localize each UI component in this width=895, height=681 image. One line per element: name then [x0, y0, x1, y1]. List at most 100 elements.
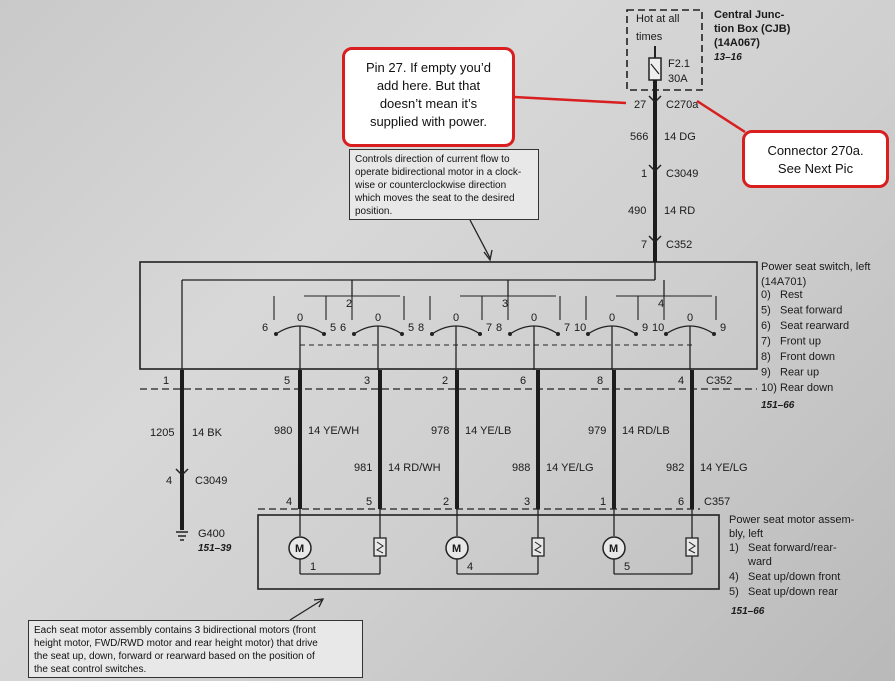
motor-label: M: [295, 543, 304, 555]
breaker-element: [534, 541, 542, 554]
switch-legend: 0) Rest 5) Seat forward 6) Seat rearward 7) Fro…: [761, 289, 849, 394]
c357-pin: 4: [286, 496, 292, 508]
switch-contact-dot: [274, 332, 278, 336]
wire-circuit: 978: [431, 425, 449, 437]
wire-gauge-color: 14 RD/LB: [622, 425, 670, 437]
wire-gauge-color: 14 YE/WH: [308, 425, 359, 437]
switch-contact-dot: [352, 332, 356, 336]
switch-legend-num: 6): [761, 320, 771, 332]
motor-legend-num: 1): [729, 542, 739, 554]
note-motors: Each seat motor assembly contains 3 bidi…: [28, 620, 363, 678]
switch-group-label: 3: [502, 298, 508, 310]
switch-contact-label: 0: [453, 312, 459, 324]
c352-pin: 1: [163, 375, 169, 387]
switch-contact-label: 8: [496, 322, 502, 334]
connector-c352-upper: C352: [666, 239, 692, 251]
pin-7-c352: 7: [641, 239, 647, 251]
switch-contact-label: 9: [720, 322, 726, 334]
wire-gauge-color: 14 YE/LB: [465, 425, 511, 437]
power-seat-switch-box: [139, 261, 758, 370]
callout-pin27-line4: supplied with power.: [369, 114, 488, 129]
cjb-box: [626, 9, 703, 91]
circuit-breaker-symbol: [531, 537, 545, 557]
switch-ref: 151–66: [761, 400, 795, 411]
wire-14rd: 14 RD: [664, 205, 695, 217]
pin-4-c3049: 4: [166, 475, 172, 487]
connector-c357: C357: [704, 496, 730, 508]
ground-ref: 151–39: [198, 543, 232, 554]
connector-c352: C352: [706, 375, 732, 387]
c357-pin: 1: [600, 496, 606, 508]
connector-c3049-upper: C3049: [666, 168, 698, 180]
motor-number: 5: [624, 561, 630, 573]
circuit-breaker-symbol: [373, 537, 387, 557]
circuit-breaker-symbol: [685, 537, 699, 557]
switch-contact-label: 9: [642, 322, 648, 334]
circuit-566: 566: [630, 131, 648, 143]
motor-title-line2: bly, left: [729, 528, 763, 540]
motor-number: 1: [310, 561, 316, 573]
switch-legend-text: Front up: [780, 336, 821, 348]
motor-title-line1: Power seat motor assem-: [729, 514, 855, 526]
wire-14dg: 14 DG: [664, 131, 696, 143]
pin-1-c3049: 1: [641, 168, 647, 180]
c352-pin: 5: [284, 375, 290, 387]
switch-legend-num: 0): [761, 289, 771, 301]
switch-contact-label: 0: [297, 312, 303, 324]
switch-legend-num: 9): [761, 367, 771, 379]
note-arrowhead: [483, 249, 493, 262]
connector-c270a: C270a: [666, 99, 699, 111]
switch-contact-label: 10: [574, 322, 586, 334]
note-direction-line1: Controls direction of current flow to: [355, 154, 510, 165]
c357-pin: 3: [524, 496, 530, 508]
note-motors-line1: Each seat motor assembly contains 3 bidi…: [34, 625, 316, 636]
switch-legend-num: 7): [761, 336, 771, 348]
cjb-title-line1: Central Junc-: [714, 9, 785, 21]
wire-gauge-color: 14 YE/LG: [546, 462, 594, 474]
switch-legend-text: Rear down: [780, 382, 833, 394]
switch-contact-label: 6: [340, 322, 346, 334]
switch-contact-label: 7: [486, 322, 492, 334]
circuit-1205: 1205: [150, 427, 174, 439]
motor-label: M: [609, 543, 618, 555]
switch-contact-label: 7: [564, 322, 570, 334]
wire-circuit: 988: [512, 462, 530, 474]
switch-contact-label: 6: [262, 322, 268, 334]
callout-pin27-line2: add here. But that: [376, 78, 481, 93]
note-direction-line3: wise or counterclockwise direction: [355, 180, 507, 191]
c352-pin: 2: [442, 375, 448, 387]
switch-contact-dot: [400, 332, 404, 336]
switch-title-line1: Power seat switch, left: [761, 261, 870, 273]
c352-pin: 6: [520, 375, 526, 387]
callout-connector-line2: See Next Pic: [777, 161, 854, 176]
switch-group-label: 2: [346, 298, 352, 310]
note-direction-line2: operate bidirectional motor in a clock-: [355, 167, 522, 178]
wire-circuit: 980: [274, 425, 292, 437]
switch-legend-num: 5): [761, 305, 771, 317]
switch-legend-text: Rest: [780, 289, 803, 301]
switch-legend-text: Seat forward: [780, 305, 842, 317]
switch-group-label: 4: [658, 298, 664, 310]
fuse-rating: 30A: [668, 73, 688, 85]
switch-legend-text: Seat rearward: [780, 320, 849, 332]
switch-contact-dot: [508, 332, 512, 336]
motor-legend-text: Seat up/down front: [748, 571, 840, 583]
motor-legend-text: ward: [747, 556, 772, 568]
cjb-hot-line2: times: [636, 31, 663, 43]
switch-contact-dot: [634, 332, 638, 336]
c352-pin: 8: [597, 375, 603, 387]
switch-contact-dot: [430, 332, 434, 336]
c357-pin: 5: [366, 496, 372, 508]
motor-label: M: [452, 543, 461, 555]
switch-contact-label: 5: [330, 322, 336, 334]
note-direction-line4: which moves the seat to the desired: [355, 193, 515, 204]
note-motors-line2: height motor, FWD/RWD motor and rear hei…: [34, 638, 318, 649]
motor-legend-text: Seat up/down rear: [748, 586, 838, 598]
callout-line-connector: [696, 99, 746, 134]
